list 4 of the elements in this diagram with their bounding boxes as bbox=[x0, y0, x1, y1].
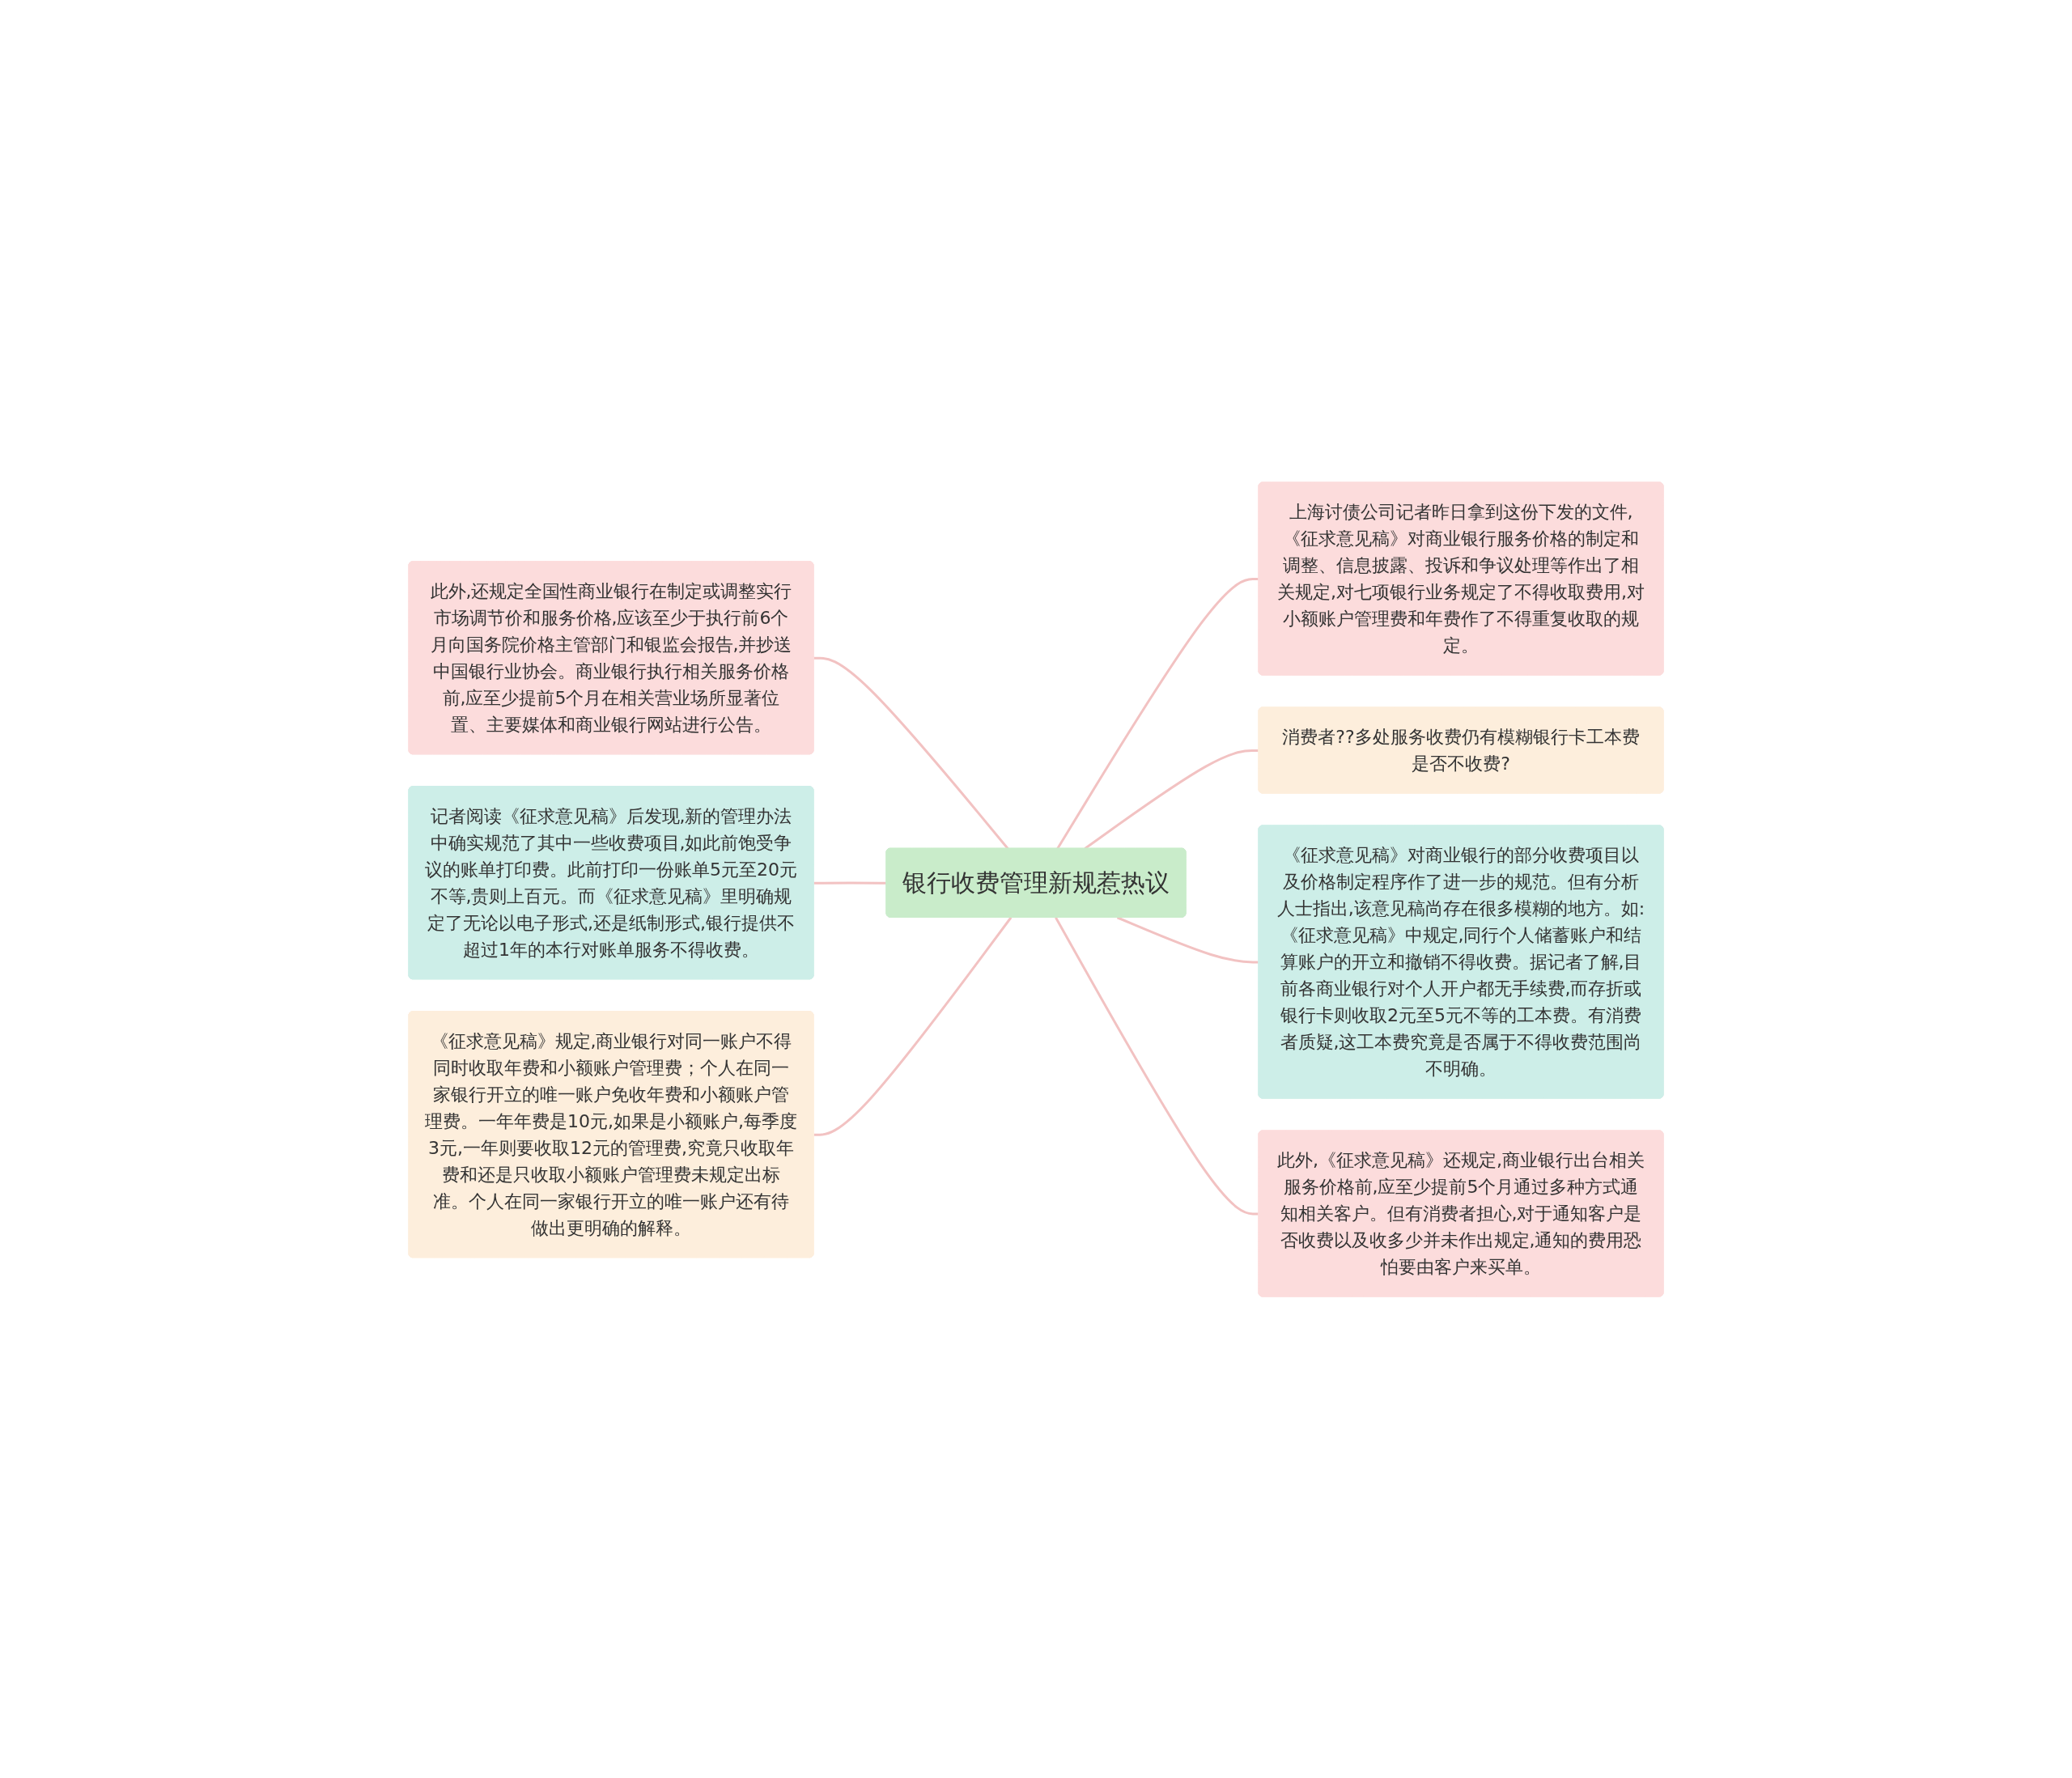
connector bbox=[813, 916, 1013, 1136]
connector bbox=[1116, 915, 1259, 963]
connector bbox=[1055, 916, 1259, 1215]
connector bbox=[813, 881, 887, 885]
